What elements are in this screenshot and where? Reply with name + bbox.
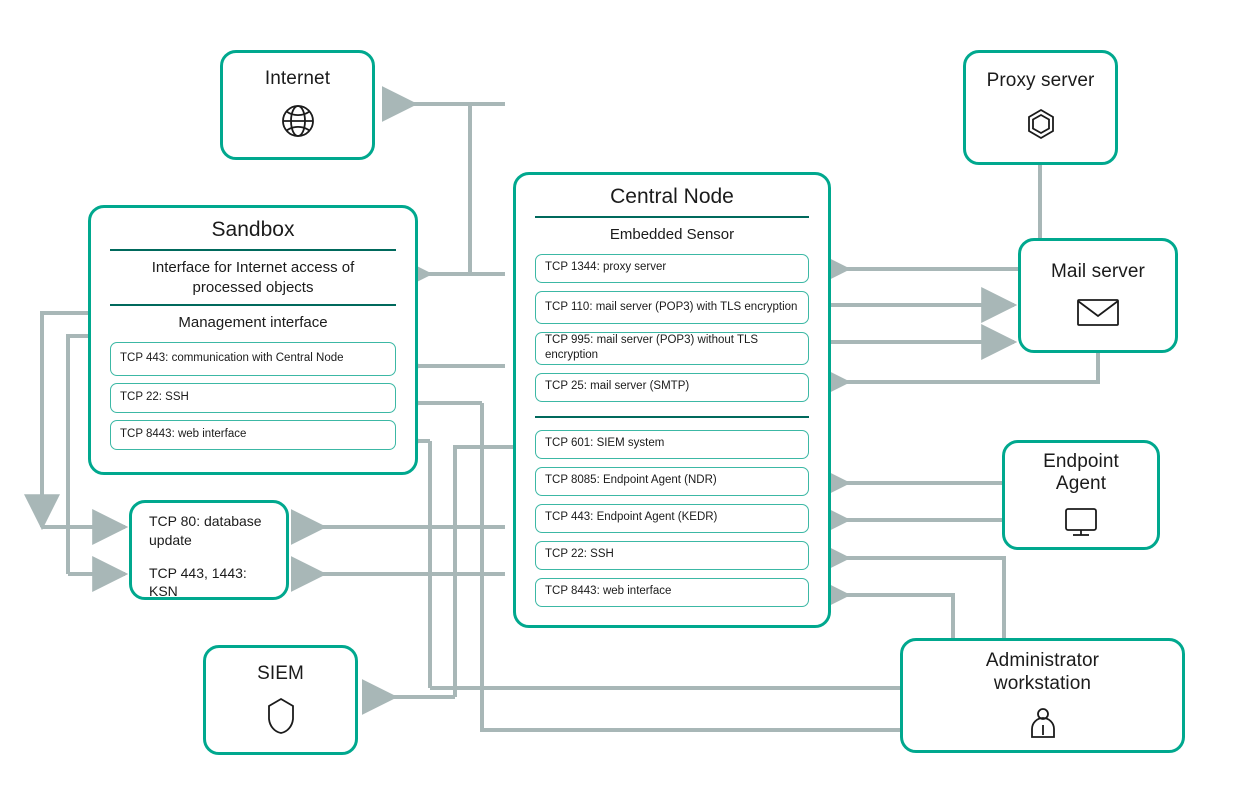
divider [110, 249, 396, 251]
wire-admin-to-sandbox-tcp22-vert [480, 403, 900, 732]
group-database-update: TCP 80: database update TCP 443, 1443: K… [129, 500, 289, 600]
shield-icon [262, 695, 300, 737]
cn-port-tcp-22[interactable]: TCP 22: SSH [535, 540, 809, 570]
node-admin-label-line1: Administrator [985, 650, 1100, 672]
node-siem[interactable]: SIEM [203, 645, 358, 755]
sandbox-port-list: TCP 443: communication with Central Node… [110, 341, 396, 450]
embedded-sensor-title: Embedded Sensor [609, 226, 735, 243]
node-endpoint-label: Endpoint Agent [1043, 451, 1119, 496]
cn-port-tcp-8085[interactable]: TCP 8085: Endpoint Agent (NDR) [535, 466, 809, 496]
divider [535, 216, 809, 218]
node-proxy-label: Proxy server [986, 70, 1095, 92]
node-endpoint-label-line2: Agent [1055, 473, 1107, 494]
node-administrator-workstation[interactable]: Administrator workstation [900, 638, 1185, 753]
node-mail-label: Mail server [1050, 261, 1145, 283]
wire-admin-to-cn-tcp8443 [814, 577, 955, 640]
divider [110, 304, 396, 306]
wire-mail-to-tcp25 [814, 353, 1100, 400]
cn-port-tcp-443[interactable]: TCP 443: Endpoint Agent (KEDR) [535, 503, 809, 533]
sandbox-management-interface-label: Management interface [178, 314, 328, 331]
envelope-icon [1075, 294, 1121, 330]
group-central-node: Central Node Embedded Sensor TCP 1344: p… [513, 172, 831, 628]
divider [535, 415, 809, 418]
globe-icon [277, 100, 319, 142]
node-endpoint-label-line1: Endpoint [1043, 450, 1119, 472]
wire-admin-to-cn-tcp22 [814, 540, 1006, 640]
node-internet-label: Internet [264, 67, 331, 89]
hexagon-proxy-icon [1020, 103, 1062, 145]
embedded-sensor-port-list: TCP 1344: proxy server TCP 110: mail ser… [535, 253, 809, 402]
wire-proxy-to-tcp1344 [814, 165, 1042, 287]
central-node-port-list: TCP 601: SIEM system TCP 8085: Endpoint … [535, 429, 809, 607]
cn-port-tcp-1344[interactable]: TCP 1344: proxy server [535, 253, 809, 283]
sandbox-port-tcp-443[interactable]: TCP 443: communication with Central Node [110, 341, 396, 376]
db-row-tcp-443-1443-ksn[interactable]: TCP 443, 1443: KSN [149, 564, 247, 600]
central-node-title: Central Node [610, 185, 734, 208]
cn-port-tcp-995[interactable]: TCP 995: mail server (POP3) without TLS … [535, 331, 809, 365]
group-sandbox: Sandbox Interface for Internet access of… [88, 205, 418, 475]
cn-port-tcp-110[interactable]: TCP 110: mail server (POP3) with TLS enc… [535, 290, 809, 324]
wire-central-to-internet [468, 102, 505, 274]
sandbox-port-tcp-8443[interactable]: TCP 8443: web interface [110, 419, 396, 450]
person-icon [1025, 705, 1061, 741]
sandbox-title: Sandbox [211, 218, 295, 241]
sandbox-internet-interface-label: Interface for Internet access of process… [151, 259, 355, 296]
node-proxy-server[interactable]: Proxy server [963, 50, 1118, 165]
node-internet[interactable]: Internet [220, 50, 375, 160]
node-endpoint-agent[interactable]: Endpoint Agent [1002, 440, 1160, 550]
node-siem-label: SIEM [257, 662, 304, 684]
cn-port-tcp-601[interactable]: TCP 601: SIEM system [535, 429, 809, 459]
node-admin-label-line2: workstation [993, 672, 1092, 694]
monitor-icon [1061, 505, 1101, 539]
cn-port-tcp-8443[interactable]: TCP 8443: web interface [535, 577, 809, 607]
node-mail-server[interactable]: Mail server [1018, 238, 1178, 353]
sandbox-port-tcp-22[interactable]: TCP 22: SSH [110, 382, 396, 413]
node-admin-label: Administrator workstation [986, 650, 1099, 695]
db-row-tcp-80[interactable]: TCP 80: database update [149, 512, 262, 548]
cn-port-tcp-25[interactable]: TCP 25: mail server (SMTP) [535, 372, 809, 402]
